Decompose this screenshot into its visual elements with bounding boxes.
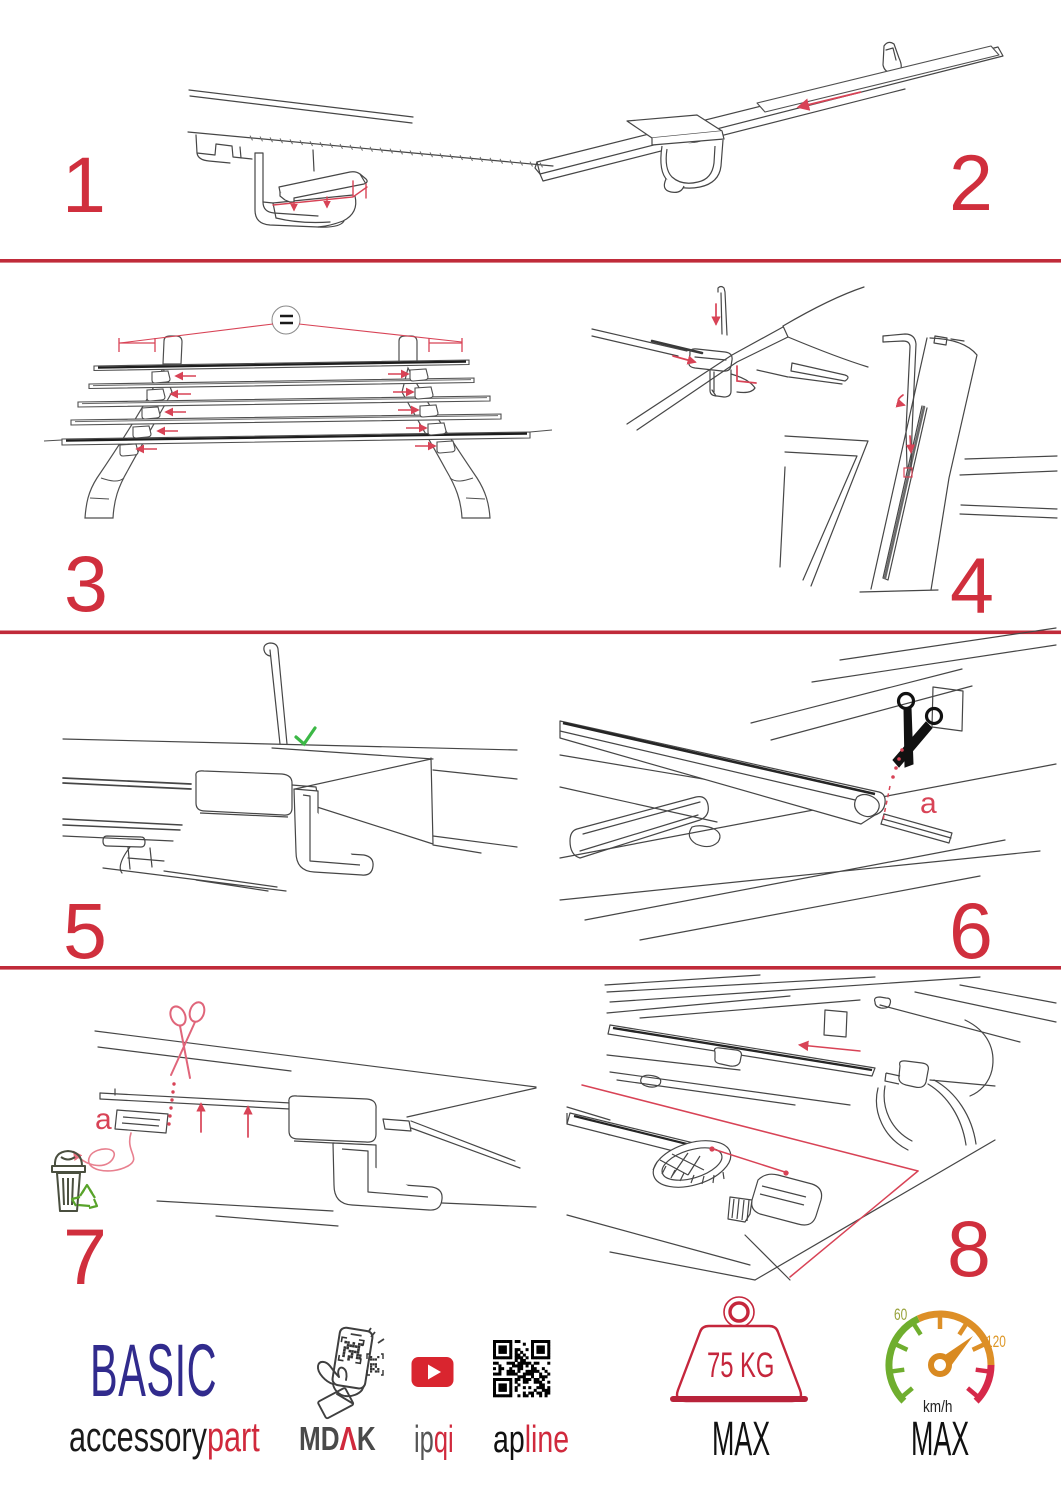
svg-text:7: 7 — [63, 1212, 107, 1301]
svg-text:ipqi: ipqi — [414, 1418, 454, 1460]
svg-text:a: a — [95, 1103, 112, 1136]
svg-text:a: a — [920, 787, 937, 820]
svg-text:2: 2 — [949, 138, 993, 227]
svg-text:5: 5 — [63, 886, 107, 975]
svg-text:MAX: MAX — [911, 1413, 969, 1466]
svg-text:4: 4 — [950, 541, 994, 630]
svg-text:accessorypart: accessorypart — [69, 1413, 260, 1460]
svg-text:8: 8 — [947, 1204, 991, 1293]
svg-text:MAX: MAX — [712, 1413, 770, 1466]
svg-text:MDΛK: MDΛK — [299, 1421, 376, 1458]
svg-text:60: 60 — [894, 1306, 907, 1325]
svg-text:km/h: km/h — [923, 1398, 952, 1417]
svg-text:6: 6 — [949, 886, 993, 975]
svg-text:BASIC: BASIC — [90, 1329, 217, 1412]
svg-text:apline: apline — [493, 1419, 569, 1461]
svg-text:75 KG: 75 KG — [707, 1347, 774, 1386]
svg-text:1: 1 — [62, 140, 106, 229]
svg-text:3: 3 — [64, 539, 108, 628]
